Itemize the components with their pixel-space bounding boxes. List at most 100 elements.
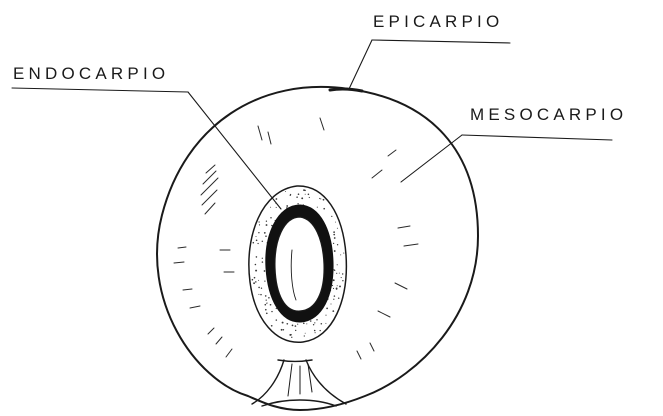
stipple-dot: [339, 285, 341, 287]
stipple-dot: [258, 221, 259, 222]
stipple-dot: [341, 277, 342, 278]
stipple-dot: [295, 325, 297, 327]
stipple-dot: [290, 194, 291, 195]
label-mesocarp: MESOCARPIO: [470, 105, 627, 124]
endocarp-underline: [12, 88, 188, 92]
stipple-dot: [308, 194, 310, 196]
stipple-dot: [291, 337, 292, 338]
stipple-dot: [270, 207, 271, 208]
stipple-dot: [321, 323, 323, 325]
stipple-dot: [256, 239, 258, 241]
stipple-dot: [266, 299, 267, 300]
stipple-dot: [305, 333, 306, 334]
stem-cavity: [252, 360, 346, 406]
stipple-dot: [323, 208, 325, 210]
stipple-dot: [264, 232, 266, 234]
stipple-dot: [338, 297, 339, 298]
stipple-dot: [255, 270, 257, 272]
stipple-dot: [286, 323, 288, 325]
stipple-dot: [337, 228, 338, 229]
stipple-dot: [266, 221, 267, 222]
stipple-dot: [258, 294, 259, 295]
mesocarp-underline: [462, 135, 612, 140]
stipple-dot: [262, 261, 263, 262]
stipple-dot: [252, 279, 254, 281]
stipple-dot: [268, 297, 270, 299]
stipple-dot: [295, 330, 296, 331]
stipple-dot: [276, 207, 277, 208]
stipple-dot: [258, 280, 259, 281]
stipple-dot: [342, 280, 343, 281]
stipple-dot: [320, 330, 321, 331]
stipple-dot: [334, 250, 336, 252]
stipple-dot: [317, 207, 318, 208]
stipple-dot: [271, 311, 272, 312]
stipple-dot: [335, 222, 336, 223]
stipple-dot: [337, 285, 338, 286]
stipple-dot: [323, 199, 325, 201]
stipple-dot: [333, 234, 335, 236]
stipple-dot: [255, 264, 257, 266]
stipple-dot: [253, 242, 255, 244]
mesocarp-leader: [401, 135, 462, 182]
stipple-dot: [333, 231, 335, 233]
stipple-dot: [262, 258, 263, 259]
stipple-dot: [314, 322, 315, 323]
stipple-dot: [260, 294, 262, 296]
stipple-dot: [276, 319, 277, 320]
stipple-dot: [266, 224, 268, 226]
stipple-dot: [297, 324, 298, 325]
stipple-dot: [266, 303, 267, 304]
stipple-dot: [331, 216, 332, 217]
stipple-dot: [285, 191, 286, 192]
epicarp-leader: [349, 40, 372, 89]
stipple-dot: [265, 295, 267, 297]
stipple-dot: [330, 303, 331, 304]
stipple-dot: [283, 329, 285, 331]
stipple-dot: [256, 236, 257, 237]
stipple-dot: [333, 243, 334, 244]
stipple-dot: [257, 243, 258, 244]
label-endocarp: ENDOCARPIO: [13, 64, 169, 83]
stipple-dot: [310, 320, 312, 322]
stipple-dot: [262, 241, 263, 242]
stem-cavity-detail: [288, 364, 312, 396]
stipple-dot: [309, 197, 310, 198]
stipple-dot: [270, 217, 272, 219]
stipple-dot: [337, 264, 338, 265]
stipple-dot: [264, 304, 266, 306]
stipple-dot: [258, 287, 260, 289]
stipple-dot: [297, 203, 298, 204]
stipple-dot: [326, 308, 328, 310]
stipple-dot: [320, 198, 321, 199]
stipple-dot: [325, 323, 326, 324]
stipple-dot: [253, 282, 255, 284]
stipple-dot: [275, 203, 276, 204]
seed: [275, 217, 324, 311]
stipple-dot: [266, 312, 268, 314]
stipple-dot: [306, 323, 307, 324]
label-epicarp: EPICARPIO: [373, 12, 503, 31]
stipple-dot: [258, 232, 259, 233]
stipple-dot: [264, 270, 266, 272]
stipple-dot: [296, 196, 298, 198]
stipple-dot: [343, 253, 344, 254]
stipple-dot: [259, 224, 260, 225]
stipple-dot: [314, 330, 316, 332]
stipple-dot: [333, 299, 334, 300]
stipple-dot: [334, 237, 336, 239]
stipple-dot: [319, 198, 320, 199]
stipple-dot: [334, 295, 335, 296]
stipple-dot: [340, 254, 341, 255]
stipple-dot: [270, 304, 271, 305]
stipple-dot: [315, 332, 316, 333]
stipple-dot: [337, 244, 338, 245]
stipple-dot: [316, 319, 318, 321]
stipple-dot: [305, 194, 306, 195]
epicarp-skin-accent: [330, 89, 362, 91]
stipple-dot: [301, 197, 303, 199]
endocarp-leader: [188, 92, 281, 209]
stipple-dot: [304, 335, 305, 336]
stipple-dot: [339, 273, 340, 274]
stipple-dot: [303, 323, 305, 325]
